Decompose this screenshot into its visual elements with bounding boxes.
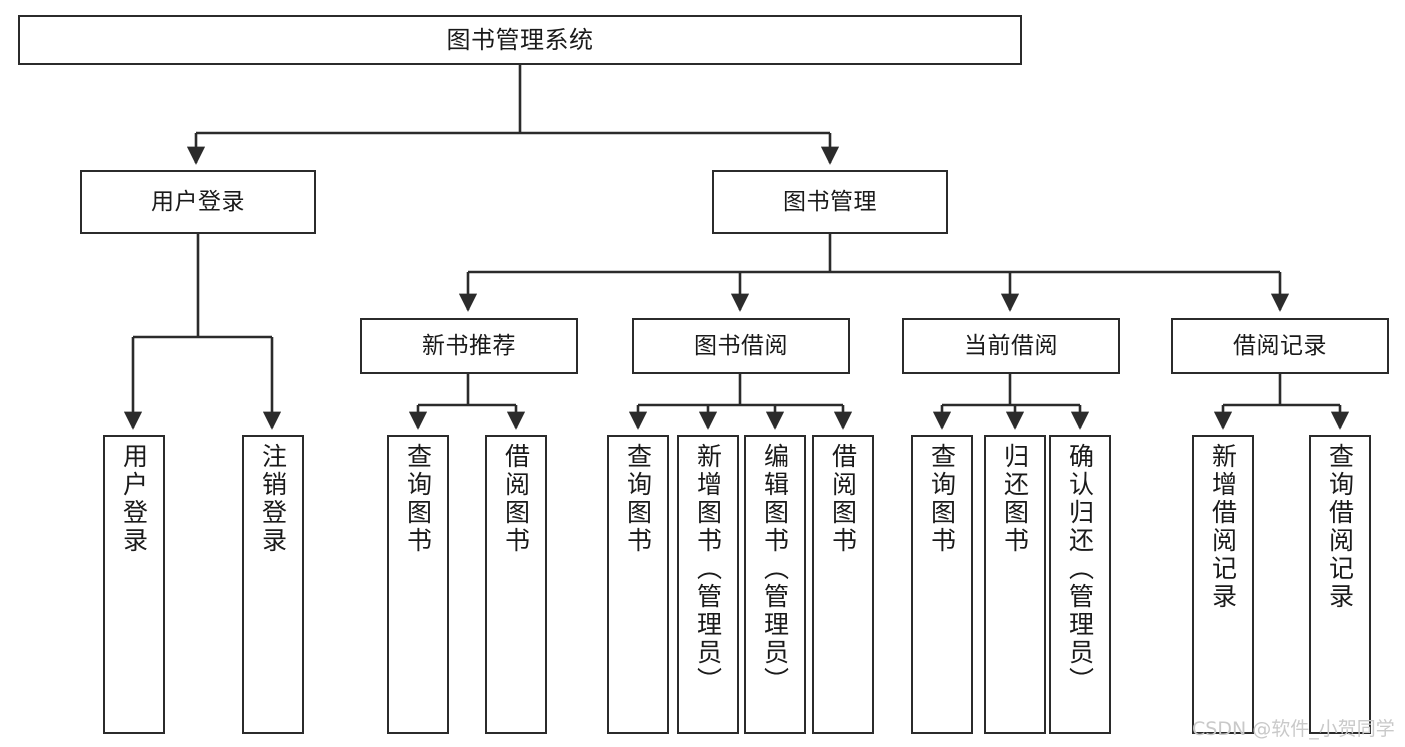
leaf-confirm-return-admin[interactable]: 确认归还（管理员） (1049, 435, 1111, 734)
leaf-query-book-newbook-label: 查询图书 (403, 443, 433, 555)
leaf-edit-book-admin[interactable]: 编辑图书（管理员） (744, 435, 806, 734)
node-user-login[interactable]: 用户登录 (80, 170, 316, 234)
leaf-return-book-label: 归还图书 (1000, 443, 1030, 555)
leaf-query-borrow-record-label: 查询借阅记录 (1325, 443, 1355, 611)
node-user-login-label: 用户登录 (151, 188, 245, 215)
leaf-borrow-book-newbook[interactable]: 借阅图书 (485, 435, 547, 734)
node-book-borrow-label: 图书借阅 (694, 332, 788, 359)
node-root[interactable]: 图书管理系统 (18, 15, 1022, 65)
node-root-label: 图书管理系统 (446, 26, 594, 54)
node-borrow-record-label: 借阅记录 (1233, 332, 1327, 359)
leaf-add-borrow-record[interactable]: 新增借阅记录 (1192, 435, 1254, 734)
node-new-book-recommend[interactable]: 新书推荐 (360, 318, 578, 374)
leaf-add-book-admin-label: 新增图书（管理员） (693, 443, 723, 695)
leaf-borrow-book-borrow-label: 借阅图书 (828, 443, 858, 555)
node-borrow-record[interactable]: 借阅记录 (1171, 318, 1389, 374)
leaf-add-book-admin[interactable]: 新增图书（管理员） (677, 435, 739, 734)
node-new-book-recommend-label: 新书推荐 (422, 332, 516, 359)
leaf-query-book-newbook[interactable]: 查询图书 (387, 435, 449, 734)
leaf-confirm-return-admin-label: 确认归还（管理员） (1065, 443, 1095, 695)
node-book-borrow[interactable]: 图书借阅 (632, 318, 850, 374)
node-book-management-label: 图书管理 (783, 188, 877, 215)
leaf-borrow-book-borrow[interactable]: 借阅图书 (812, 435, 874, 734)
leaf-edit-book-admin-label: 编辑图书（管理员） (760, 443, 790, 695)
leaf-query-book-current[interactable]: 查询图书 (911, 435, 973, 734)
leaf-query-book-current-label: 查询图书 (927, 443, 957, 555)
leaf-user-login-label: 用户登录 (119, 443, 149, 555)
leaf-query-book-borrow-label: 查询图书 (623, 443, 653, 555)
leaf-user-login[interactable]: 用户登录 (103, 435, 165, 734)
leaf-query-book-borrow[interactable]: 查询图书 (607, 435, 669, 734)
node-book-management[interactable]: 图书管理 (712, 170, 948, 234)
node-current-borrow-label: 当前借阅 (964, 332, 1058, 359)
leaf-logout[interactable]: 注销登录 (242, 435, 304, 734)
node-current-borrow[interactable]: 当前借阅 (902, 318, 1120, 374)
watermark-text: CSDN @软件_小贺同学 (1192, 718, 1395, 740)
leaf-query-borrow-record[interactable]: 查询借阅记录 (1309, 435, 1371, 734)
leaf-add-borrow-record-label: 新增借阅记录 (1208, 443, 1238, 611)
leaf-return-book[interactable]: 归还图书 (984, 435, 1046, 734)
leaf-logout-label: 注销登录 (258, 443, 288, 555)
leaf-borrow-book-newbook-label: 借阅图书 (501, 443, 531, 555)
